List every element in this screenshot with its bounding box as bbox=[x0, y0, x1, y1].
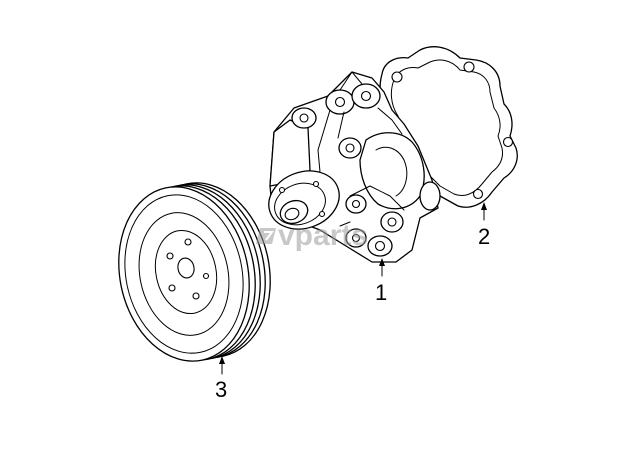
callout-2-label: 2 bbox=[478, 224, 490, 249]
vparts-watermark: vparts bbox=[256, 219, 368, 252]
water-pump-part bbox=[268, 71, 441, 263]
pulley-part bbox=[118, 182, 271, 362]
callout-1-label: 1 bbox=[375, 280, 387, 305]
watermark-text: vparts bbox=[278, 219, 368, 252]
callout-1: 1 bbox=[375, 258, 387, 305]
callout-3: 3 bbox=[215, 356, 227, 402]
callout-3-label: 3 bbox=[215, 377, 227, 402]
callout-2: 2 bbox=[478, 202, 490, 249]
